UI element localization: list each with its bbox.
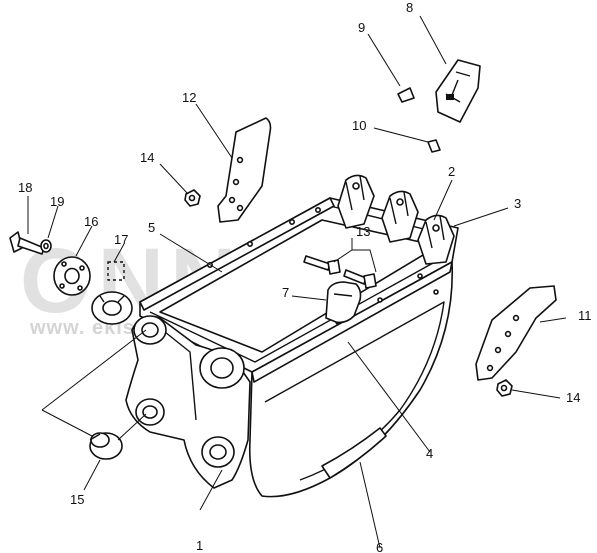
callout-14-lower: 14 xyxy=(566,390,580,405)
bucket xyxy=(125,197,459,498)
callout-18: 18 xyxy=(18,180,32,195)
hitch-boss-bottom-bore xyxy=(209,444,227,460)
bolt-18 xyxy=(9,231,45,255)
callout-13: 13 xyxy=(356,224,370,239)
edge-hole xyxy=(433,289,439,295)
bracket-7 xyxy=(325,281,362,324)
callout-17: 17 xyxy=(114,232,128,247)
washer-19 xyxy=(40,239,52,253)
leader-lines xyxy=(27,15,567,549)
hitch-boss-top-bore xyxy=(141,322,159,338)
callout-7: 7 xyxy=(282,285,289,300)
tooth-adapter xyxy=(381,190,419,243)
top-edge-bar xyxy=(139,197,335,311)
callout-3: 3 xyxy=(514,196,521,211)
callout-1: 1 xyxy=(196,538,203,553)
callout-5: 5 xyxy=(148,220,155,235)
callout-19: 19 xyxy=(50,194,64,209)
hitch-boss-low-bore xyxy=(142,405,158,419)
callout-12: 12 xyxy=(182,90,196,105)
tooth-point xyxy=(435,59,481,123)
callout-11: 11 xyxy=(578,308,592,323)
bushing-15 xyxy=(89,432,123,460)
retaining-pin-10 xyxy=(427,139,441,153)
side-cutter-right xyxy=(475,285,557,381)
callout-9: 9 xyxy=(358,20,365,35)
cutting-edge xyxy=(251,261,453,383)
callout-8: 8 xyxy=(406,0,413,15)
edge-hole xyxy=(377,297,383,303)
callout-4: 4 xyxy=(426,446,433,461)
side-cutter-left xyxy=(217,117,272,223)
nut-lower xyxy=(496,379,513,397)
callout-16: 16 xyxy=(84,214,98,229)
bolt-13-a xyxy=(303,255,341,275)
callout-10: 10 xyxy=(352,118,366,133)
hitch-boss-main-bore xyxy=(210,357,234,379)
tooth-adapter xyxy=(417,214,455,265)
frame-hole xyxy=(314,207,321,214)
frame-hole xyxy=(288,219,295,226)
frame-hole xyxy=(247,241,254,248)
callout-6: 6 xyxy=(376,540,383,553)
callout-14-upper: 14 xyxy=(140,150,154,165)
callout-labels: 1 2 3 4 5 6 7 8 9 10 11 12 13 14 14 15 1… xyxy=(18,0,592,553)
edge-hole xyxy=(417,273,423,279)
callout-2: 2 xyxy=(448,164,455,179)
retaining-pin-9 xyxy=(397,87,415,103)
tooth-adapters xyxy=(337,174,455,265)
nut-upper xyxy=(184,189,201,207)
bolt-13-b xyxy=(343,269,377,289)
tooth-adapter xyxy=(337,174,375,229)
shim-plate-16 xyxy=(53,256,91,296)
callout-15: 15 xyxy=(70,492,84,507)
wear-plate xyxy=(321,427,387,479)
split-ring-17 xyxy=(91,261,133,325)
